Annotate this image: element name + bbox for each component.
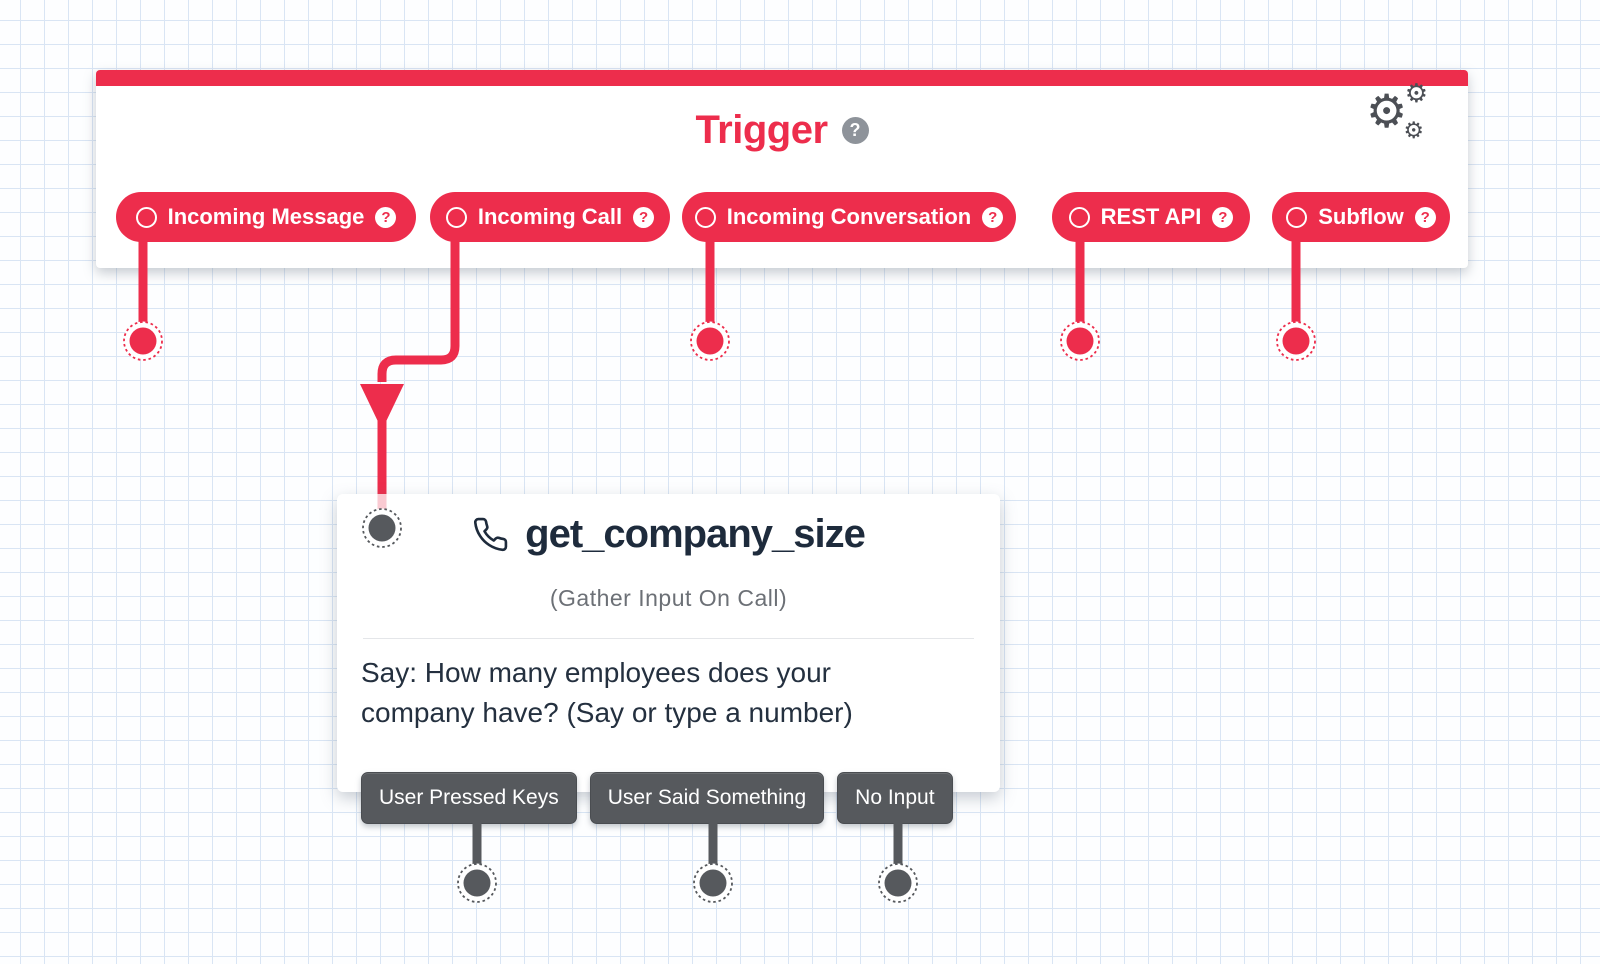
no-input-port[interactable] bbox=[878, 863, 918, 903]
gather-input-widget[interactable]: get_company_size (Gather Input On Call) … bbox=[337, 494, 1000, 824]
transitions-row: User Pressed Keys User Said Something No… bbox=[361, 772, 953, 824]
help-icon[interactable]: ? bbox=[633, 206, 655, 228]
trigger-pill-label: Incoming Message bbox=[167, 204, 365, 229]
gear-icon[interactable]: ⚙ ⚙ ⚙ bbox=[1366, 80, 1430, 144]
trigger-pill-label: Subflow bbox=[1318, 204, 1404, 229]
gear-small-bottom-icon: ⚙ bbox=[1403, 117, 1424, 143]
trigger-title-row: Trigger ? bbox=[96, 108, 1468, 153]
widget-title-row: get_company_size bbox=[337, 512, 1000, 557]
trigger-pill-subflow[interactable]: Subflow ? bbox=[1272, 192, 1450, 242]
radio-circle-icon bbox=[1068, 206, 1090, 228]
gear-large-icon: ⚙ bbox=[1366, 85, 1408, 137]
trigger-title: Trigger bbox=[695, 108, 828, 152]
incoming-call-connection-tail bbox=[377, 412, 387, 505]
radio-circle-icon bbox=[694, 206, 716, 228]
subflow-port[interactable] bbox=[1276, 321, 1316, 361]
user-said-something-stem bbox=[708, 822, 718, 870]
trigger-pill-label: REST API bbox=[1100, 204, 1202, 229]
radio-circle-icon bbox=[135, 206, 157, 228]
radio-circle-icon bbox=[445, 206, 467, 228]
connection-arrowhead-icon bbox=[360, 384, 404, 430]
widget-type-label: (Gather Input On Call) bbox=[549, 585, 788, 611]
trigger-pill-incoming-conversation[interactable]: Incoming Conversation ? bbox=[682, 192, 1016, 242]
trigger-accent-bar bbox=[96, 70, 1468, 86]
user-pressed-keys-port[interactable] bbox=[457, 863, 497, 903]
help-icon[interactable]: ? bbox=[982, 206, 1004, 228]
no-input-stem bbox=[893, 822, 903, 870]
gear-small-top-icon: ⚙ bbox=[1404, 78, 1428, 108]
transition-user-pressed-keys[interactable]: User Pressed Keys bbox=[361, 772, 577, 824]
trigger-pill-label: Incoming Call bbox=[477, 204, 623, 229]
help-icon[interactable]: ? bbox=[1212, 206, 1234, 228]
phone-icon bbox=[474, 517, 508, 552]
widget-say-text: Say: How many employees does your compan… bbox=[361, 657, 853, 728]
trigger-pill-label: Incoming Conversation bbox=[726, 204, 972, 229]
user-said-something-port[interactable] bbox=[693, 863, 733, 903]
help-icon[interactable]: ? bbox=[1414, 206, 1436, 228]
widget-divider bbox=[363, 638, 974, 639]
transition-user-said-something[interactable]: User Said Something bbox=[589, 772, 825, 824]
transition-no-input[interactable]: No Input bbox=[837, 772, 953, 824]
rest-api-port[interactable] bbox=[1060, 321, 1100, 361]
trigger-pill-incoming-call[interactable]: Incoming Call ? bbox=[430, 192, 670, 242]
widget-input-port[interactable] bbox=[362, 508, 402, 548]
trigger-help-icon[interactable]: ? bbox=[841, 117, 869, 144]
help-icon[interactable]: ? bbox=[375, 206, 397, 228]
user-pressed-keys-stem bbox=[472, 822, 482, 870]
incoming-message-port[interactable] bbox=[123, 321, 163, 361]
widget-name: get_company_size bbox=[525, 512, 866, 556]
trigger-pill-rest-api[interactable]: REST API ? bbox=[1052, 192, 1250, 242]
radio-circle-icon bbox=[1286, 206, 1308, 228]
trigger-pill-incoming-message[interactable]: Incoming Message ? bbox=[116, 192, 416, 242]
trigger-widget[interactable]: Trigger ? ⚙ ⚙ ⚙ Incoming Message ? Incom… bbox=[96, 70, 1468, 268]
incoming-conversation-port[interactable] bbox=[690, 321, 730, 361]
